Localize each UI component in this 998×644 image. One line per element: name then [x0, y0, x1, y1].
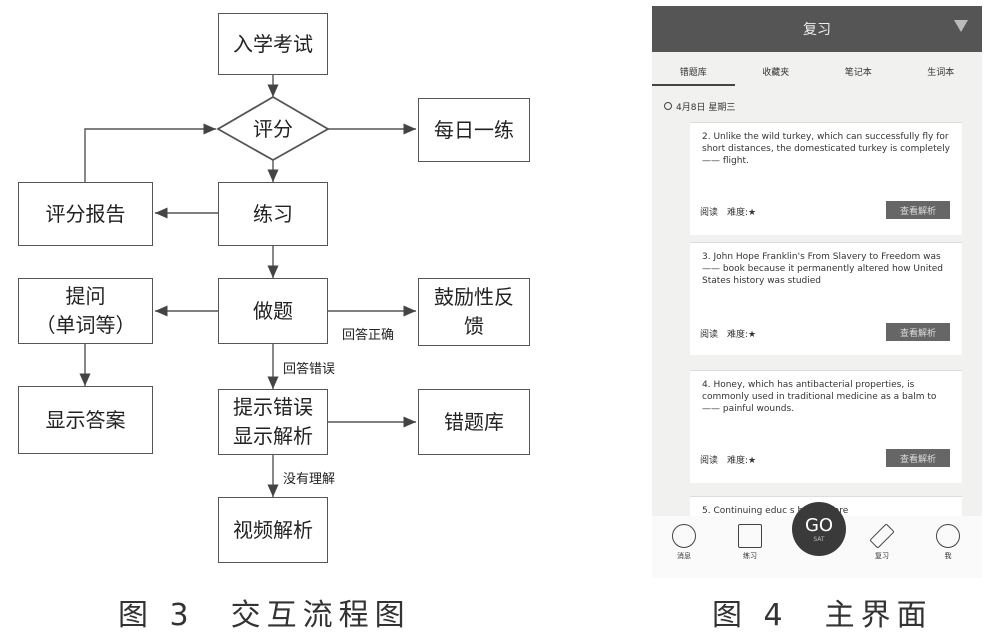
chat-bubble-icon	[672, 524, 696, 548]
question-text: 4. Honey, which has antibacterial proper…	[702, 380, 937, 414]
go-button[interactable]: GO SAT	[792, 502, 846, 556]
node-practice: 练习	[218, 182, 328, 246]
node-show-answer: 显示答案	[18, 386, 153, 454]
question-card[interactable]: 2. Unlike the wild turkey, which can suc…	[690, 122, 962, 235]
score-diamond	[216, 95, 330, 162]
phone-header: 复习	[652, 6, 982, 52]
node-entrance-exam: 入学考试	[218, 13, 328, 75]
go-label: GO	[804, 515, 834, 536]
edge-report-score	[84, 123, 216, 182]
view-analysis-button[interactable]: 查看解析	[886, 201, 950, 219]
question-text: 3. John Hope Franklin's From Slavery to …	[702, 252, 943, 286]
question-card[interactable]: 4. Honey, which has antibacterial proper…	[690, 370, 962, 483]
tab-notebook[interactable]: 笔记本	[844, 68, 872, 78]
nav-practice[interactable]: 练习	[730, 524, 770, 561]
label-correct: 回答正确	[342, 328, 395, 343]
caption-figure-4: 图 4 主界面	[712, 598, 933, 633]
person-icon	[936, 524, 960, 548]
phone-screen: 复习 错题库 收藏夹 笔记本 生词本 4月8日 星期三 2. Unlike th…	[652, 6, 982, 578]
caption-figure-3: 图 3 交互流程图	[118, 598, 411, 633]
filter-icon[interactable]	[954, 20, 968, 32]
go-sub-label: SAT	[813, 536, 825, 543]
nav-label: 消息	[677, 552, 691, 560]
tab-wrong-bank[interactable]: 错题库	[652, 60, 735, 86]
node-ask: 提问 （单词等）	[18, 278, 153, 344]
tab-favorites[interactable]: 收藏夹	[762, 68, 790, 78]
node-daily-practice: 每日一练	[418, 98, 530, 162]
label-not-understood: 没有理解	[283, 472, 336, 487]
nav-label: 练习	[743, 552, 757, 560]
nav-label: 我	[944, 552, 952, 560]
phone-title: 复习	[803, 22, 831, 38]
question-meta: 阅读 难度:★	[700, 456, 757, 466]
nav-label: 复习	[875, 552, 889, 560]
view-analysis-button[interactable]: 查看解析	[886, 323, 950, 341]
question-card[interactable]: 3. John Hope Franklin's From Slavery to …	[690, 242, 962, 355]
question-meta: 阅读 难度:★	[700, 208, 757, 218]
date-label: 4月8日 星期三	[664, 100, 735, 113]
question-text: 5. Continuing educ s health care	[702, 506, 849, 516]
label-wrong: 回答错误	[283, 362, 336, 377]
node-score: 评分	[253, 116, 293, 141]
view-analysis-button[interactable]: 查看解析	[886, 449, 950, 467]
node-wrong-bank: 错题库	[418, 389, 530, 455]
node-hint-error: 提示错误 显示解析	[218, 389, 328, 455]
nav-me[interactable]: 我	[928, 524, 968, 561]
node-encourage: 鼓励性反 馈	[418, 278, 530, 346]
question-text: 2. Unlike the wild turkey, which can suc…	[702, 132, 950, 166]
nav-review[interactable]: 复习	[862, 523, 902, 561]
tab-vocabulary[interactable]: 生词本	[927, 68, 955, 78]
pencil-icon	[869, 523, 895, 549]
node-video: 视频解析	[218, 497, 328, 563]
node-score-report: 评分报告	[18, 182, 153, 246]
nav-messages[interactable]: 消息	[664, 524, 704, 561]
document-icon	[738, 524, 762, 548]
node-do-questions: 做题	[218, 278, 328, 344]
phone-tabs: 错题库 收藏夹 笔记本 生词本	[652, 60, 982, 86]
question-meta: 阅读 难度:★	[700, 330, 757, 340]
